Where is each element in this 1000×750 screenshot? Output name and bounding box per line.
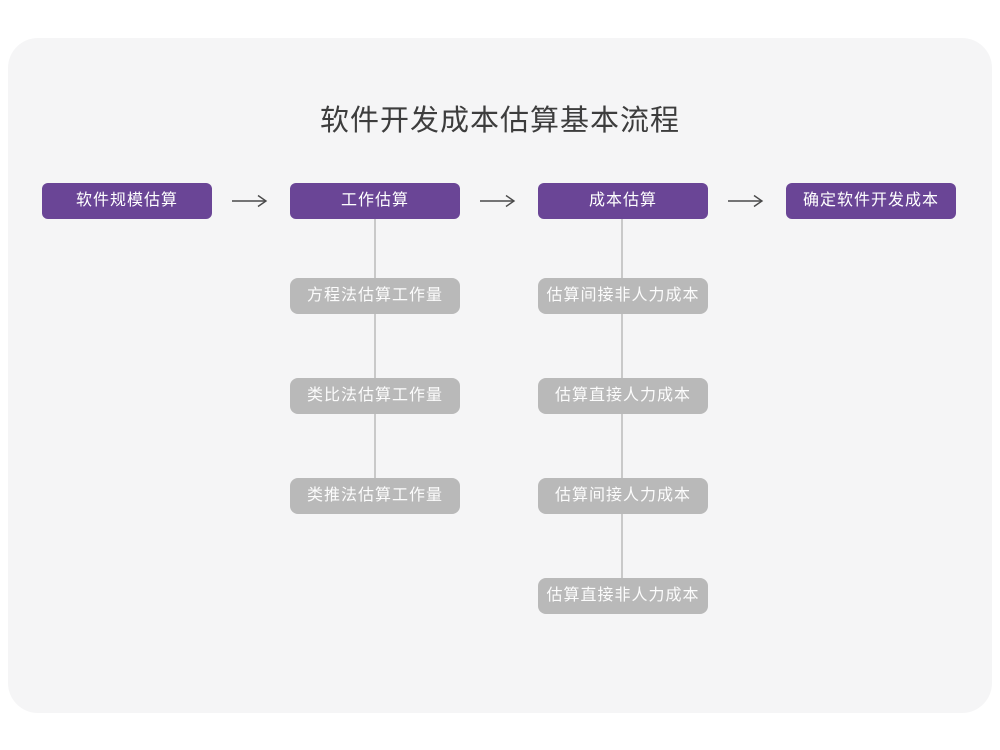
sub-node-equation-method: 方程法估算工作量 <box>290 278 460 314</box>
arrow-right-icon <box>480 194 516 208</box>
connector-line-work-estimation <box>374 219 376 478</box>
flow-node-software-scale-estimation: 软件规模估算 <box>42 183 212 219</box>
arrow-right-icon <box>728 194 764 208</box>
sub-node-extrapolation-method: 类推法估算工作量 <box>290 478 460 514</box>
sub-node-analogy-method: 类比法估算工作量 <box>290 378 460 414</box>
flow-node-cost-estimation: 成本估算 <box>538 183 708 219</box>
flow-node-determine-development-cost: 确定软件开发成本 <box>786 183 956 219</box>
diagram-panel <box>8 38 992 713</box>
diagram-title: 软件开发成本估算基本流程 <box>319 105 680 137</box>
flow-node-work-estimation: 工作估算 <box>290 183 460 219</box>
sub-node-direct-nonlabor-cost: 估算直接非人力成本 <box>538 578 708 614</box>
arrow-right-icon <box>232 194 268 208</box>
sub-node-indirect-nonlabor-cost: 估算间接非人力成本 <box>538 278 708 314</box>
sub-node-direct-labor-cost: 估算直接人力成本 <box>538 378 708 414</box>
sub-node-indirect-labor-cost: 估算间接人力成本 <box>538 478 708 514</box>
